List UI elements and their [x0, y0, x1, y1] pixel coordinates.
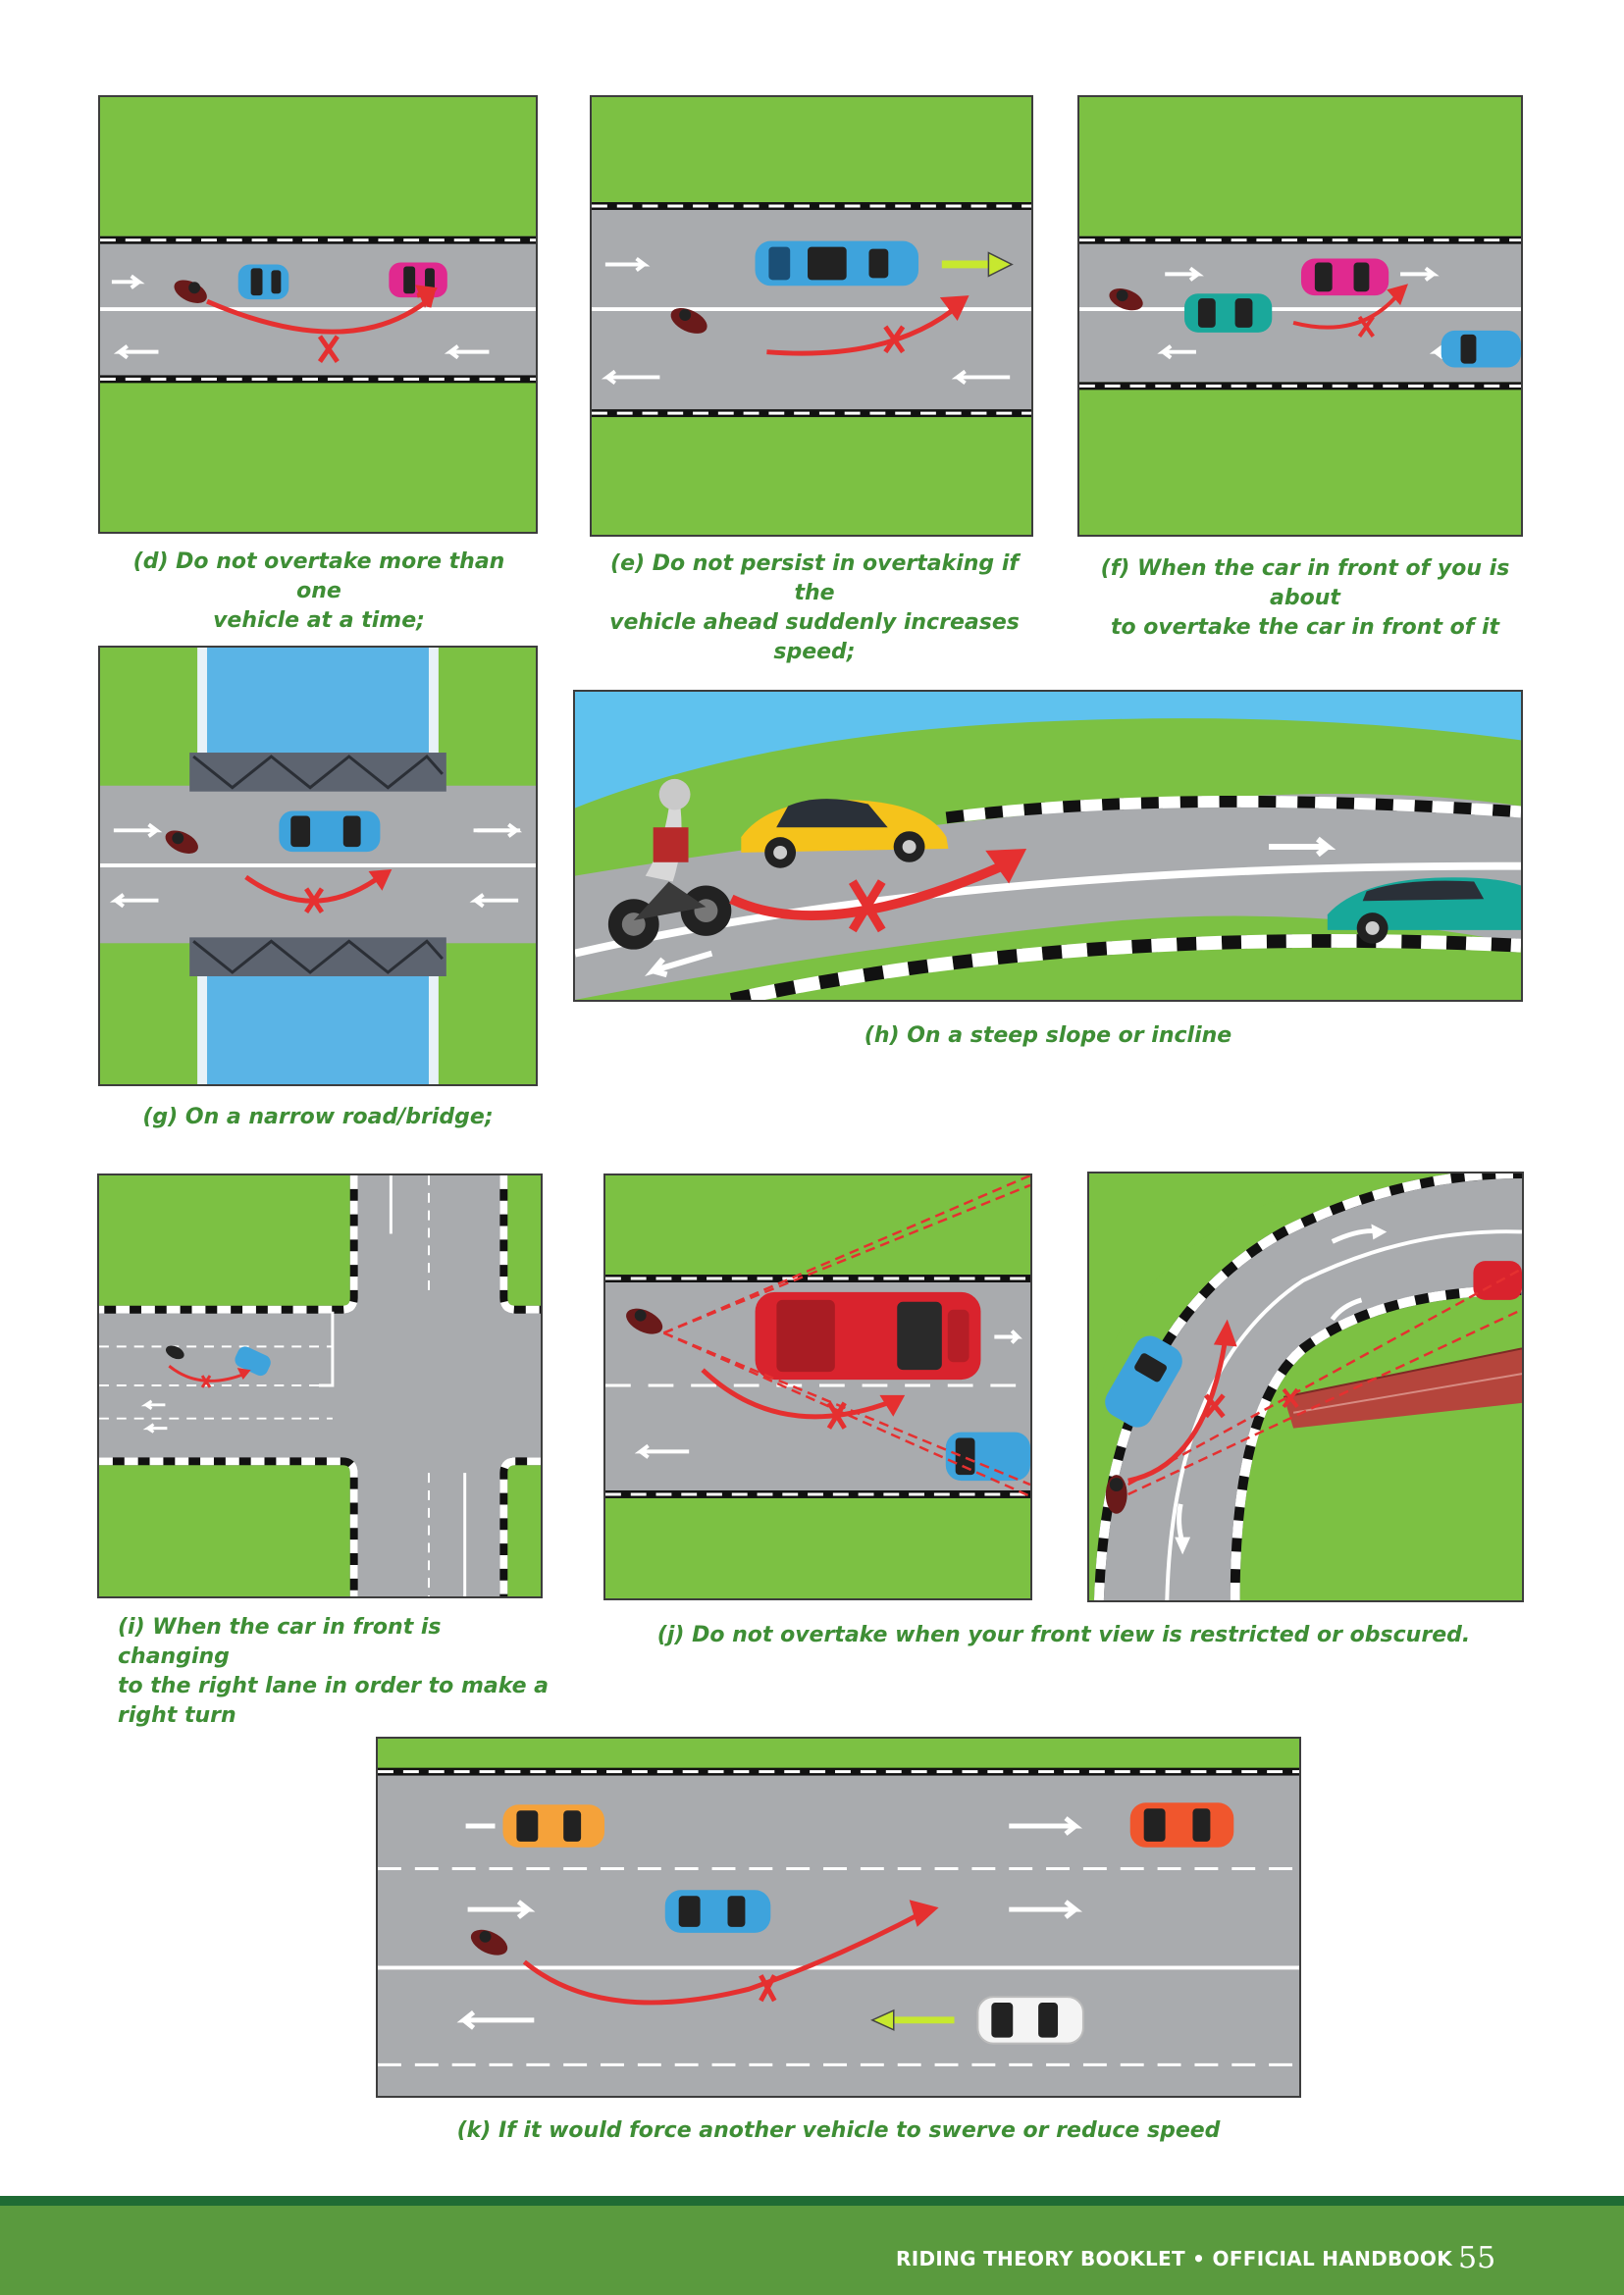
illustration-d — [98, 95, 538, 534]
illustration-h — [573, 690, 1523, 1002]
caption-i: (i) When the car in front is changing to… — [118, 1613, 550, 1731]
page-number: 55 — [1458, 2241, 1495, 2275]
caption-g: (g) On a narrow road/bridge; — [98, 1103, 538, 1132]
footer-bar — [0, 2196, 1624, 2295]
illustration-j-right — [1087, 1172, 1524, 1602]
caption-j: (j) Do not overtake when your front view… — [603, 1621, 1524, 1650]
illustration-g — [98, 646, 538, 1086]
illustration-i — [97, 1174, 543, 1598]
caption-e: (e) Do not persist in overtaking if the … — [594, 549, 1035, 667]
illustration-k — [376, 1737, 1301, 2098]
caption-d: (d) Do not overtake more than one vehicl… — [118, 548, 520, 636]
footer-stripe — [0, 2196, 1624, 2206]
illustration-j-left — [603, 1174, 1032, 1600]
illustration-e — [590, 95, 1033, 537]
caption-h: (h) On a steep slope or incline — [573, 1021, 1523, 1051]
footer-title: RIDING THEORY BOOKLET • OFFICIAL HANDBOO… — [896, 2247, 1452, 2270]
caption-k: (k) If it would force another vehicle to… — [376, 2116, 1301, 2146]
caption-f: (f) When the car in front of you is abou… — [1084, 554, 1526, 643]
illustration-f — [1077, 95, 1523, 537]
